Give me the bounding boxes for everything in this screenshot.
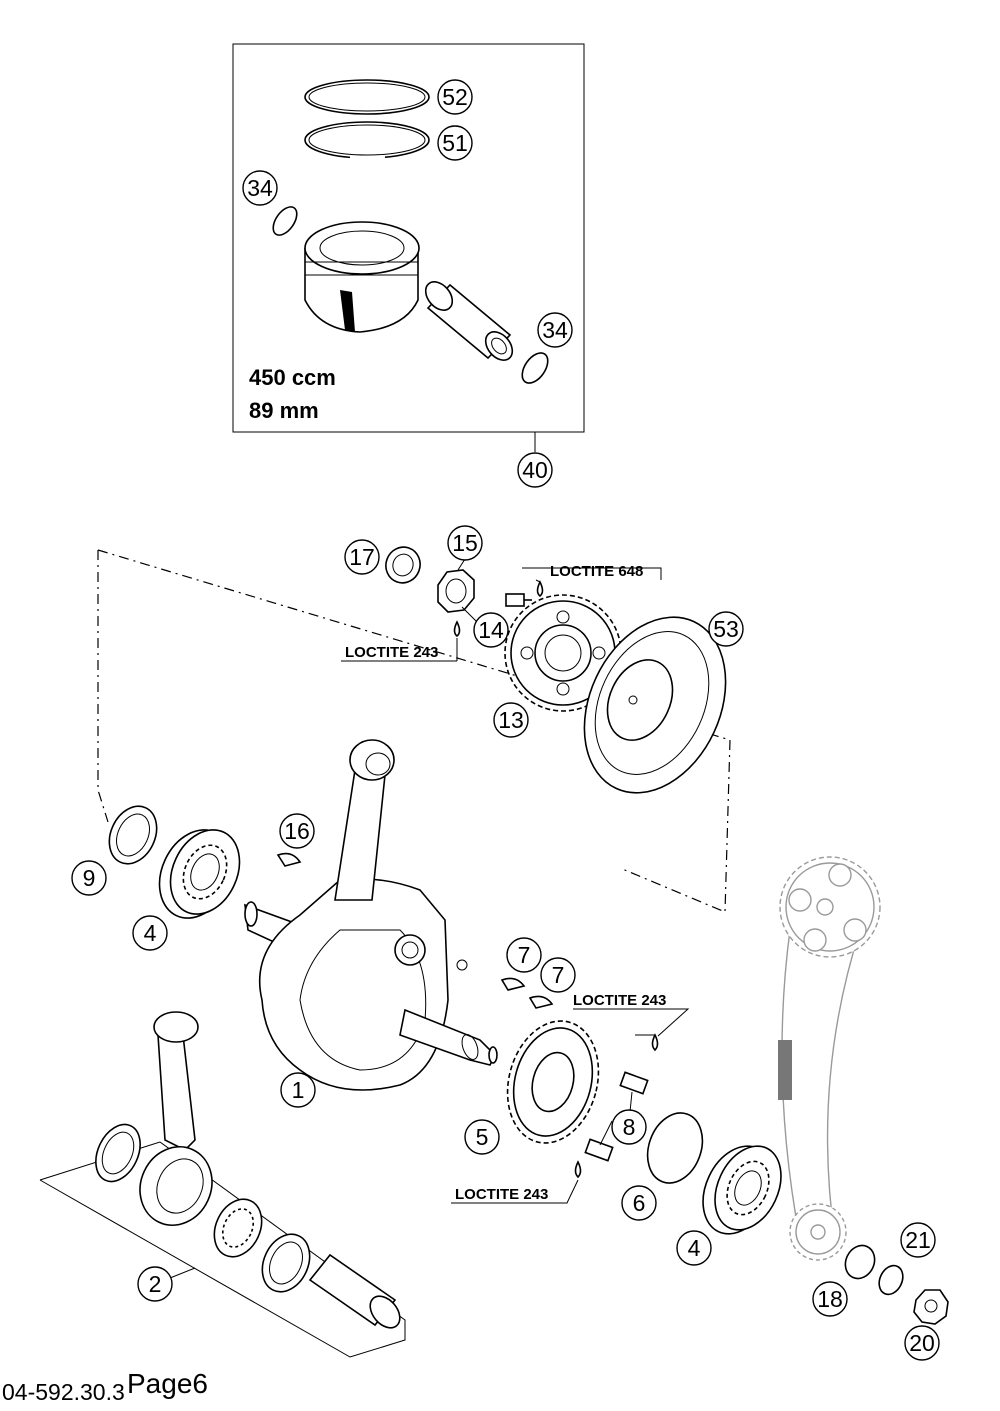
svg-text:9: 9 xyxy=(83,865,96,891)
callout-7-b: 7 xyxy=(540,957,576,993)
svg-text:14: 14 xyxy=(478,617,504,643)
callout-1: 1 xyxy=(280,1072,316,1108)
callout-14: 14 xyxy=(473,612,509,648)
assembly-dash-line-left xyxy=(97,550,109,823)
callout-8: 8 xyxy=(611,1109,647,1145)
seal-ring-9 xyxy=(108,805,158,865)
callout-15: 15 xyxy=(447,525,483,561)
callout-52: 52 xyxy=(437,79,473,115)
callout-17: 17 xyxy=(344,539,380,575)
svg-text:51: 51 xyxy=(442,130,468,156)
callout-20: 20 xyxy=(904,1325,940,1361)
displacement-label: 450 ccm xyxy=(249,365,336,390)
nut-20 xyxy=(913,1289,949,1325)
svg-text:6: 6 xyxy=(633,1190,646,1216)
nut-15 xyxy=(437,569,475,613)
callout-34-bottom: 34 xyxy=(537,312,573,348)
callout-34-top: 34 xyxy=(242,170,278,206)
loctite-243-label-right: LOCTITE 243 xyxy=(573,992,666,1009)
flywheel-53 xyxy=(583,616,727,794)
svg-text:8: 8 xyxy=(623,1114,636,1140)
part-number: 04-592.30.3 xyxy=(2,1379,125,1405)
svg-text:7: 7 xyxy=(552,962,565,988)
loctite-drop-648 xyxy=(536,580,544,598)
primary-gear-5 xyxy=(506,1020,600,1144)
svg-text:7: 7 xyxy=(518,942,531,968)
timing-chain-assembly xyxy=(778,856,881,1261)
callout-18: 18 xyxy=(812,1281,848,1317)
loctite-243-label-top: LOCTITE 243 xyxy=(345,644,438,661)
svg-text:16: 16 xyxy=(284,818,310,844)
piston xyxy=(304,221,420,333)
washer-21 xyxy=(878,1264,904,1296)
callout-5: 5 xyxy=(464,1119,500,1155)
svg-text:4: 4 xyxy=(688,1235,701,1261)
callout-51: 51 xyxy=(437,125,473,161)
svg-text:2: 2 xyxy=(149,1271,162,1297)
shim-6 xyxy=(646,1112,704,1184)
main-bearing-4-left xyxy=(158,829,241,919)
svg-text:21: 21 xyxy=(905,1227,931,1253)
callout-4-right: 4 xyxy=(676,1230,712,1266)
piston-kit-box: 450 ccm 89 mm xyxy=(232,43,585,452)
bolt-14 xyxy=(505,593,532,607)
callout-16: 16 xyxy=(279,813,315,849)
loctite-243-label-bottom: LOCTITE 243 xyxy=(455,1186,548,1203)
loctite-drop-243-top xyxy=(453,620,461,638)
main-bearing-4-right xyxy=(702,1145,782,1235)
conrod-set-2 xyxy=(39,1011,406,1358)
callout-13: 13 xyxy=(493,702,529,738)
svg-text:4: 4 xyxy=(144,920,157,946)
piston-ring-51 xyxy=(304,121,430,160)
crankshaft xyxy=(244,739,498,1091)
svg-text:53: 53 xyxy=(713,616,739,642)
svg-text:18: 18 xyxy=(817,1286,843,1312)
callout-4-left: 4 xyxy=(132,915,168,951)
bolt-8 xyxy=(584,1071,649,1162)
callout-2: 2 xyxy=(137,1266,173,1302)
circlip-18 xyxy=(844,1244,876,1280)
callout-9: 9 xyxy=(71,860,107,896)
bearing-17 xyxy=(385,546,421,584)
callout-7-a: 7 xyxy=(506,937,542,973)
woodruff-keys-7 xyxy=(500,977,554,1009)
circlip-34-bottom xyxy=(521,352,549,384)
svg-text:20: 20 xyxy=(909,1330,935,1356)
svg-text:15: 15 xyxy=(452,530,478,556)
callout-6: 6 xyxy=(621,1185,657,1221)
svg-text:52: 52 xyxy=(442,84,468,110)
svg-text:34: 34 xyxy=(542,317,568,343)
piston-pin xyxy=(424,281,514,361)
svg-text:17: 17 xyxy=(349,544,375,570)
svg-text:13: 13 xyxy=(498,707,524,733)
callout-40: 40 xyxy=(517,452,553,488)
svg-text:34: 34 xyxy=(247,175,273,201)
svg-text:40: 40 xyxy=(522,457,548,483)
loctite-drop-243-bottom xyxy=(574,1160,582,1179)
bore-label: 89 mm xyxy=(249,398,319,423)
piston-ring-52 xyxy=(304,79,430,115)
callout-21: 21 xyxy=(900,1222,936,1258)
svg-text:1: 1 xyxy=(292,1077,305,1103)
circlip-34-top xyxy=(272,206,298,236)
callout-53: 53 xyxy=(708,611,744,647)
loctite-drop-243-right xyxy=(651,1033,659,1052)
page-label: Page6 xyxy=(127,1368,208,1399)
assembly-dash-line-right xyxy=(97,549,731,913)
loctite-648-label: LOCTITE 648 xyxy=(550,563,643,580)
svg-text:5: 5 xyxy=(476,1124,489,1150)
woodruff-key-16 xyxy=(276,852,302,867)
